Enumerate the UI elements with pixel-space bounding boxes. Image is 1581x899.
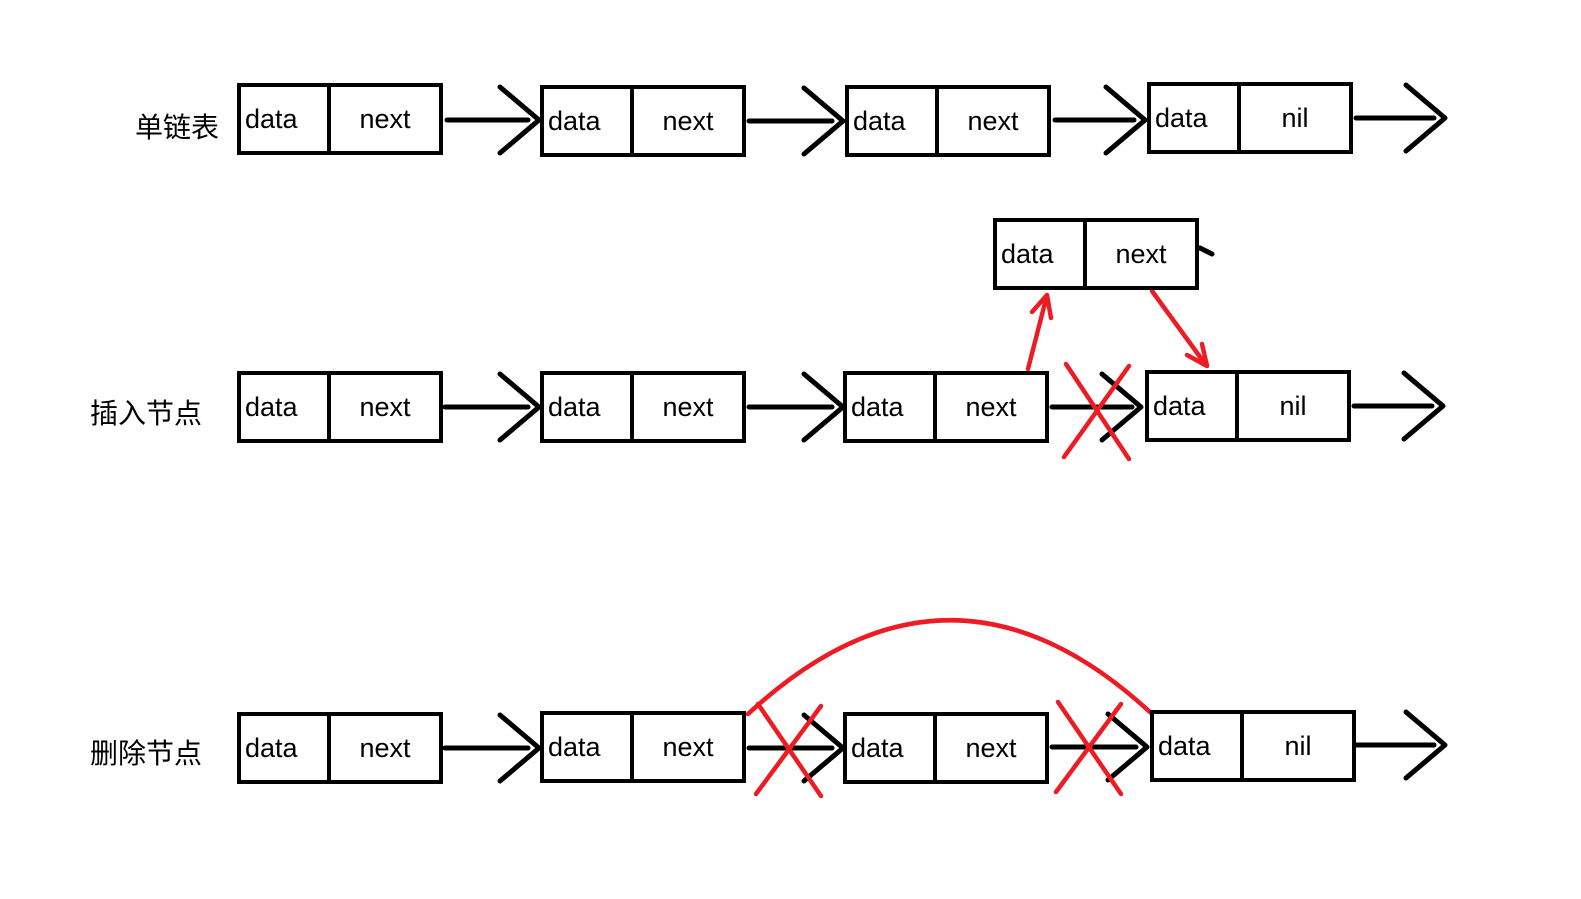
row1-pointer-arrow-1 xyxy=(444,84,542,156)
row3-pointer-arrow-3-broken xyxy=(1049,711,1150,783)
row3-pointer-arrow-2-broken xyxy=(746,712,846,784)
node-data-field: data xyxy=(241,375,331,439)
node-next-field: next xyxy=(1115,238,1167,269)
list-node-tail: data nil xyxy=(1145,370,1351,442)
row3-pointer-arrow-1 xyxy=(442,712,542,784)
node-data-field: data xyxy=(544,715,634,779)
row1-pointer-arrow-2 xyxy=(746,85,846,157)
node-data-field: data xyxy=(1151,86,1241,150)
node-next-field: next xyxy=(359,732,411,763)
node-next-field: next xyxy=(662,391,714,422)
node-next-field: next xyxy=(965,732,1017,763)
list-node: data next xyxy=(237,83,443,155)
node-next-field: next xyxy=(662,731,714,762)
list-node: data next xyxy=(237,371,443,443)
row-label-delete-node: 删除节点 xyxy=(90,738,203,769)
broken-link-cross-icon xyxy=(1061,361,1132,462)
inserted-node: data next xyxy=(993,218,1199,290)
node-data-field: data xyxy=(1154,714,1244,778)
node-nil-field: nil xyxy=(1284,730,1312,761)
node-next-field: next xyxy=(965,391,1017,422)
list-node: data next xyxy=(540,371,746,443)
node-next-field: next xyxy=(967,105,1019,136)
row-label-insert-node: 插入节点 xyxy=(90,398,203,429)
node-nil-field: nil xyxy=(1281,102,1309,133)
broken-link-cross-icon xyxy=(753,701,824,799)
list-node: data next xyxy=(845,85,1051,157)
node-data-field: data xyxy=(997,222,1087,286)
list-node: data next xyxy=(237,712,443,784)
node-data-field: data xyxy=(241,87,331,151)
node-data-field: data xyxy=(544,375,634,439)
row1-pointer-arrow-3 xyxy=(1052,84,1148,156)
node-data-field: data xyxy=(847,716,937,780)
list-node: data next xyxy=(843,371,1049,443)
list-node: data next xyxy=(540,711,746,783)
row2-pointer-arrow-2 xyxy=(746,371,846,443)
node-data-field: data xyxy=(849,89,939,153)
insert-link-up-arrow-icon xyxy=(1025,292,1054,372)
row3-tail-arrow-icon xyxy=(1353,709,1448,781)
deleted-node: data next xyxy=(843,712,1049,784)
row1-tail-arrow-icon xyxy=(1353,82,1448,154)
row-label-singly-linked-list: 单链表 xyxy=(135,112,220,143)
node-data-field: data xyxy=(544,89,634,153)
node-data-field: data xyxy=(241,716,331,780)
new-node-pointer-tick xyxy=(1197,245,1215,257)
broken-link-cross-icon xyxy=(1053,699,1124,797)
insert-link-down-arrow-icon xyxy=(1149,288,1210,369)
node-data-field: data xyxy=(847,375,937,439)
row2-tail-arrow-icon xyxy=(1351,370,1446,442)
list-node-tail: data nil xyxy=(1150,710,1356,782)
node-next-field: next xyxy=(662,105,714,136)
node-nil-field: nil xyxy=(1279,390,1307,421)
node-data-field: data xyxy=(1149,374,1239,438)
row2-pointer-arrow-1 xyxy=(442,371,542,443)
bypass-link-curve xyxy=(745,618,1154,717)
list-node-tail: data nil xyxy=(1147,82,1353,154)
node-next-field: next xyxy=(359,103,411,134)
node-next-field: next xyxy=(359,391,411,422)
list-node: data next xyxy=(540,85,746,157)
